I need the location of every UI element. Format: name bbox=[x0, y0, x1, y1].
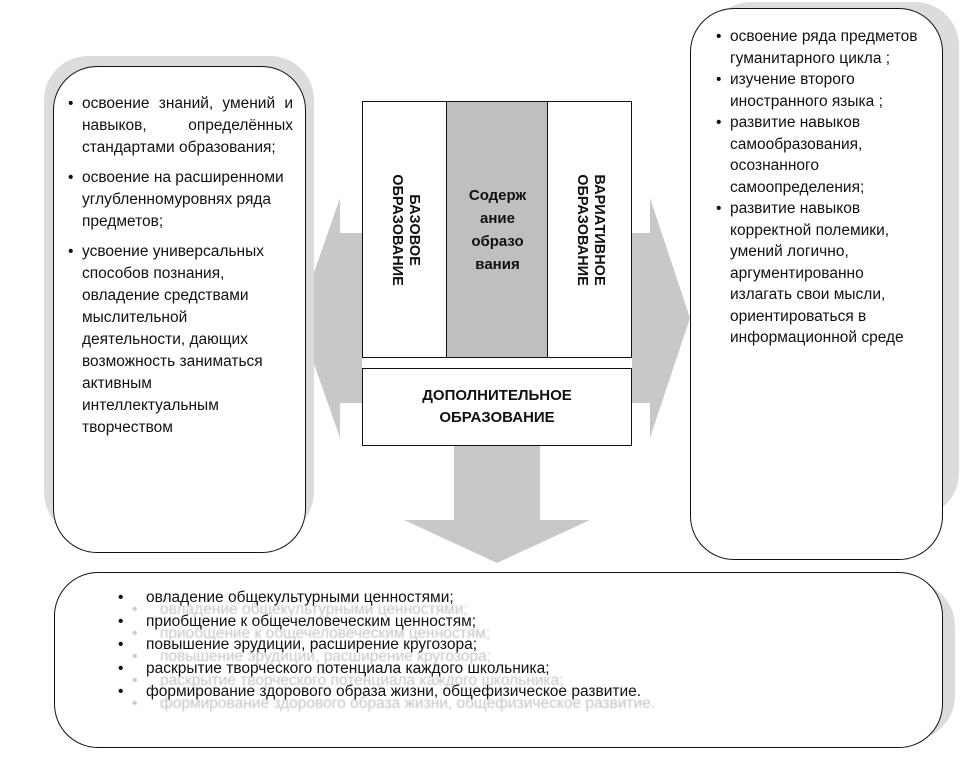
additional-education-label: ДОПОЛНИТЕЛЬНОЕ ОБРАЗОВАНИЕ bbox=[422, 387, 572, 426]
left-items-list: освоение знаний, умений и навыков, опред… bbox=[68, 93, 293, 439]
left-item: освоение знаний, умений и навыков, опред… bbox=[68, 93, 293, 159]
right-item: развитие навыков самообразования, осозна… bbox=[716, 112, 926, 198]
right-item: освоение ряда предметов гуманитарного ци… bbox=[716, 26, 926, 69]
bottom-item: повышение эрудиции, расширение кругозора… bbox=[118, 633, 918, 657]
left-item: усвоение универсальных способов познания… bbox=[68, 241, 293, 439]
right-item: изучение второго иностранного языка ; bbox=[716, 69, 926, 112]
bottom-item: формирование здорового образа жизни, общ… bbox=[118, 680, 918, 704]
right-item: развитие навыков корректной полемики, ум… bbox=[716, 198, 926, 349]
bottom-items-list: овладение общекультурными ценностями; пр… bbox=[118, 586, 918, 704]
base-education-column: БАЗОВОЕ ОБРАЗОВАНИЕ bbox=[362, 101, 448, 358]
down-arrow bbox=[404, 446, 590, 563]
right-items-list: освоение ряда предметов гуманитарного ци… bbox=[716, 26, 926, 349]
content-of-education-column: Содерж ание образо вания bbox=[446, 101, 549, 358]
content-of-education-label: Содерж ание образо вания bbox=[468, 186, 527, 273]
variative-education-column: ВАРИАТИВНОЕ ОБРАЗОВАНИЕ bbox=[547, 101, 632, 358]
bottom-item: раскрытие творческого потенциала каждого… bbox=[118, 657, 918, 681]
bottom-item: приобщение к общечеловеческим ценностям; bbox=[118, 610, 918, 634]
left-item: освоение на расширенноми углубленномуров… bbox=[68, 167, 293, 233]
left-arrow bbox=[298, 198, 362, 438]
right-arrow bbox=[632, 198, 690, 438]
additional-education-box: ДОПОЛНИТЕЛЬНОЕ ОБРАЗОВАНИЕ bbox=[362, 368, 632, 446]
bottom-item: овладение общекультурными ценностями; bbox=[118, 586, 918, 610]
variative-education-label: ВАРИАТИВНОЕ ОБРАЗОВАНИЕ bbox=[573, 173, 607, 286]
base-education-label: БАЗОВОЕ ОБРАЗОВАНИЕ bbox=[389, 173, 422, 286]
